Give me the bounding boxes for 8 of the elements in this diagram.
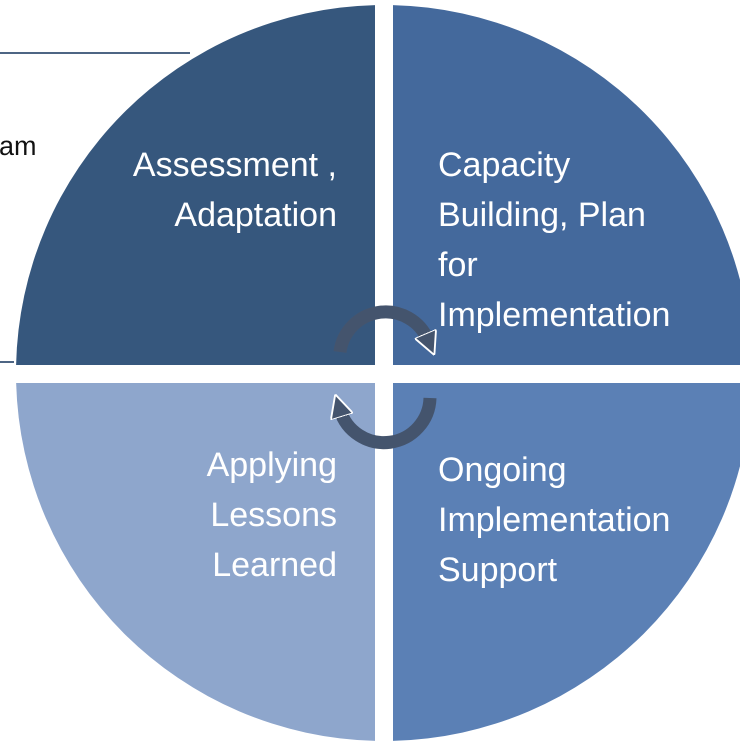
cut-off-text: am [0, 130, 37, 162]
segment-label: Applying Lessons Learned [206, 445, 337, 586]
quadrant-segment [393, 383, 740, 741]
quadrant-segment [393, 5, 740, 365]
segment-label: Assessment , Adaptation [132, 145, 337, 236]
segment-label: Capacity Building, Plan for Implementation [438, 145, 672, 336]
quadrant-segment [16, 383, 375, 741]
segment-label: Ongoing Implementation Support [438, 450, 672, 591]
